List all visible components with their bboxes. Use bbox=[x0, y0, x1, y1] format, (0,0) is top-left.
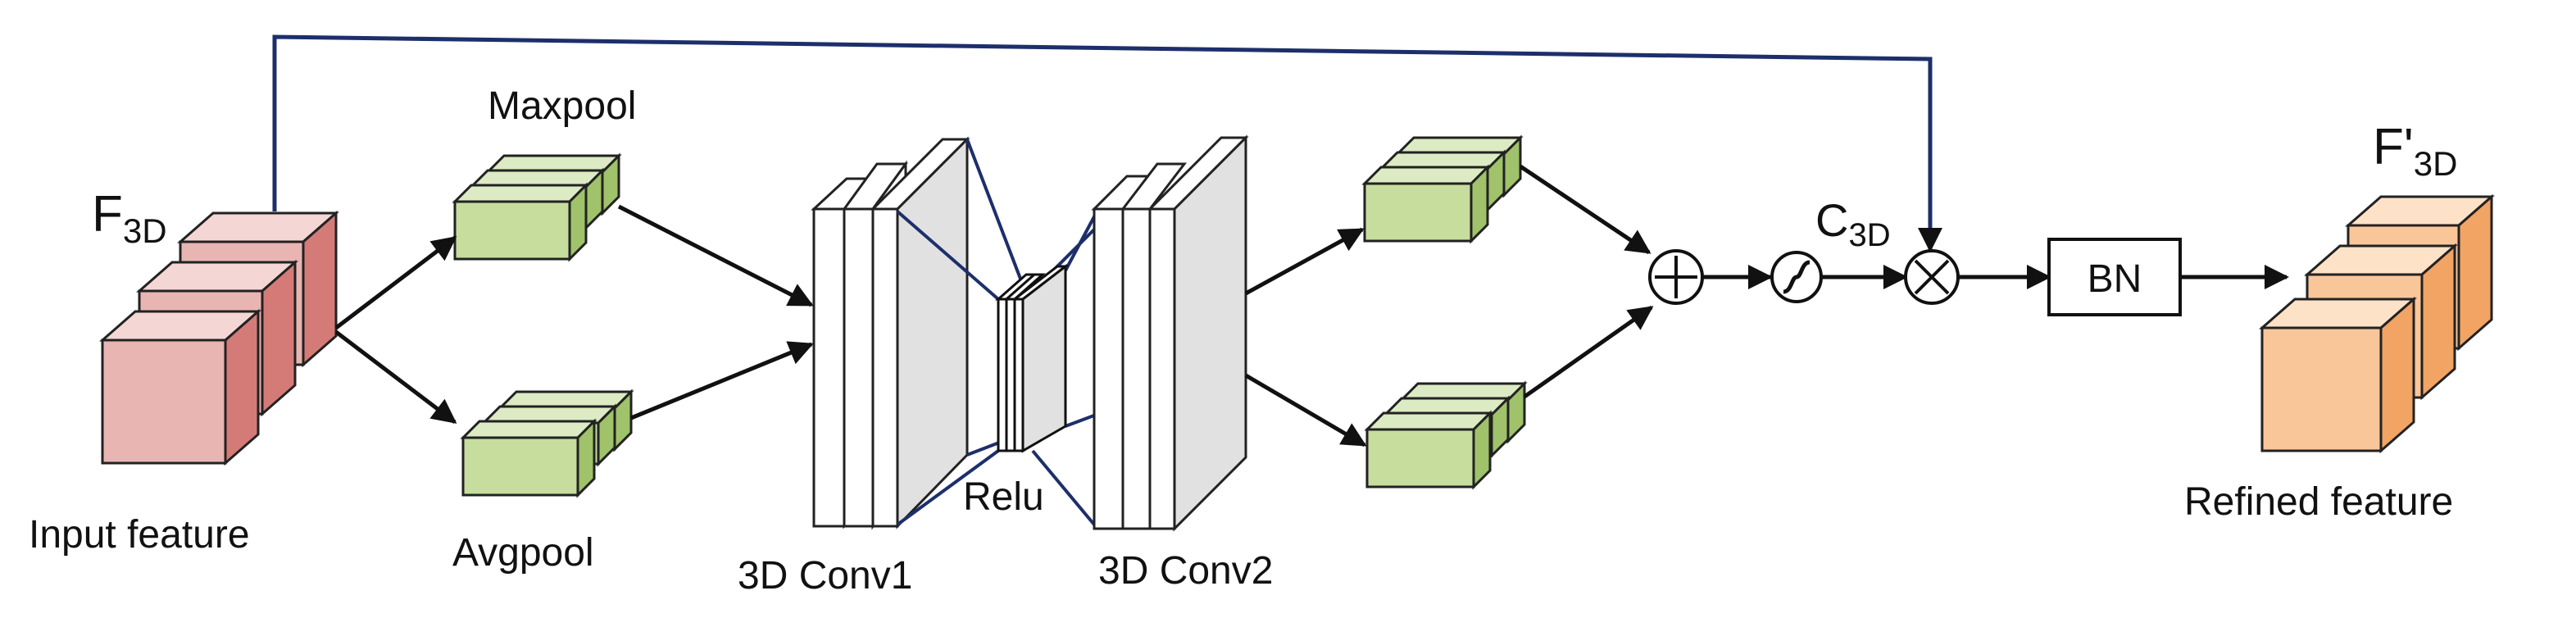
input-cube-front bbox=[99, 308, 261, 466]
multiply-circle-icon bbox=[1904, 249, 1960, 305]
avgpool-block bbox=[460, 389, 634, 498]
arrow-avgpool-to-conv1 bbox=[630, 341, 814, 420]
conv2-layer-2 bbox=[1120, 162, 1188, 530]
conv1-label: 3D Conv1 bbox=[738, 554, 912, 598]
arrow-top-branch-to-add bbox=[1519, 164, 1651, 255]
arrow-conv2-to-top-branch bbox=[1244, 227, 1365, 296]
conv1-layers bbox=[811, 136, 970, 530]
arrow-conv2-to-bottom-branch bbox=[1244, 373, 1367, 448]
skip-connection-arrow bbox=[272, 34, 1942, 252]
conv1-layer-3 bbox=[870, 136, 970, 529]
maxpool-block bbox=[452, 152, 622, 262]
flow-arrows bbox=[272, 34, 2289, 448]
top-branch-block bbox=[1361, 134, 1524, 244]
arrow-bottom-branch-to-add bbox=[1523, 305, 1654, 399]
input-feature-caption: Input feature bbox=[29, 513, 250, 557]
avgpool-label: Avgpool bbox=[452, 531, 594, 575]
bn-box: BN bbox=[2047, 238, 2182, 316]
bottleneck-links bbox=[896, 139, 1100, 526]
output-cube-front bbox=[2259, 296, 2417, 454]
bn-label: BN bbox=[2088, 257, 2142, 301]
add-circle-icon bbox=[1648, 249, 1704, 305]
arrow-input-to-maxpool bbox=[334, 236, 457, 329]
input-feature-cubes bbox=[99, 210, 339, 466]
arrow-input-to-avgpool bbox=[334, 330, 457, 424]
refined-feature-cubes bbox=[2259, 193, 2495, 454]
relu-label: Relu bbox=[963, 475, 1044, 519]
arrow-maxpool-to-conv1 bbox=[617, 204, 814, 307]
conv2-layer-3 bbox=[1147, 134, 1249, 532]
conv2-layers bbox=[1091, 134, 1249, 532]
sigmoid-circle-icon bbox=[1770, 251, 1823, 303]
bottom-branch-block bbox=[1364, 380, 1528, 490]
refined-feature-symbol: F'3D bbox=[2373, 119, 2457, 183]
refined-feature-caption: Refined feature bbox=[2184, 480, 2453, 524]
maxpool-label: Maxpool bbox=[488, 84, 636, 128]
input-feature-symbol: F3D bbox=[92, 186, 167, 250]
relu-layers bbox=[995, 263, 1070, 453]
c3d-symbol: C3D bbox=[1815, 194, 1891, 253]
conv2-label: 3D Conv2 bbox=[1098, 549, 1273, 593]
